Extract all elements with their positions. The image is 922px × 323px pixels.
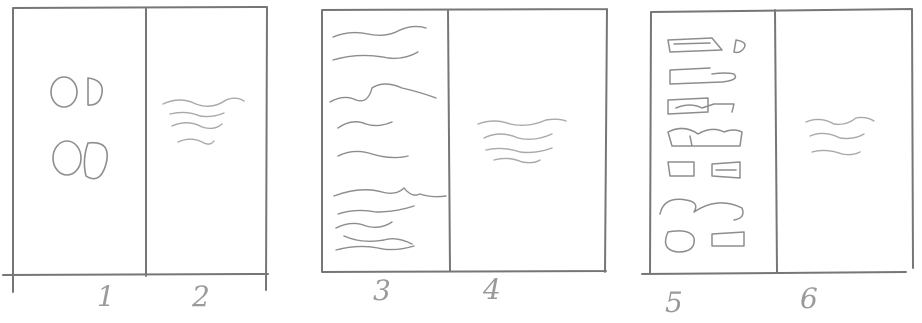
text-scribble	[178, 139, 214, 144]
panel-2-text	[163, 98, 244, 144]
list-line	[338, 122, 392, 128]
list-line	[330, 84, 436, 102]
list-icon	[670, 68, 736, 84]
text-scribble	[478, 119, 566, 125]
panel-6-text	[806, 117, 874, 154]
list-line	[333, 52, 418, 60]
panel-label-1: 1	[97, 280, 115, 313]
wireframe-a-outline	[3, 7, 268, 292]
wireframe-a: 1 2	[3, 7, 268, 313]
text-scribble	[810, 133, 864, 138]
list-icon	[660, 199, 743, 220]
thumbnail-icon	[84, 143, 107, 179]
text-scribble	[494, 158, 540, 162]
wireframe-b: 3 4	[322, 9, 607, 307]
list-line	[336, 222, 392, 228]
panel-1-thumbnails	[51, 77, 107, 179]
list-line	[344, 236, 412, 244]
panel-label-3: 3	[373, 274, 391, 307]
list-icon	[668, 38, 722, 52]
text-scribble	[486, 148, 552, 153]
wireframe-c: 5 6	[642, 9, 913, 319]
list-line	[334, 188, 446, 197]
list-line	[338, 151, 408, 157]
panel-3-list	[330, 26, 446, 250]
text-scribble	[812, 150, 860, 154]
thumbnail-icon	[53, 141, 81, 175]
list-icon	[734, 40, 745, 53]
thumbnail-icon	[88, 78, 102, 105]
text-scribble	[170, 112, 224, 116]
panel-label-6: 6	[800, 282, 818, 315]
panel-4-text	[478, 119, 566, 162]
wireframe-c-outline	[642, 9, 913, 274]
panel-5-icon-list	[660, 38, 745, 252]
list-line	[336, 246, 414, 250]
list-icon	[666, 231, 744, 252]
panel-label-2: 2	[191, 280, 210, 313]
list-icon	[668, 128, 742, 146]
panel-label-5: 5	[665, 286, 683, 319]
list-line	[338, 206, 414, 214]
text-scribble	[163, 98, 244, 106]
text-scribble	[172, 123, 222, 129]
text-scribble	[806, 117, 874, 124]
list-line	[333, 26, 426, 37]
text-scribble	[484, 134, 552, 139]
panel-label-4: 4	[482, 273, 501, 306]
thumbnail-icon	[51, 77, 77, 107]
list-icon	[668, 98, 734, 114]
list-icon	[668, 162, 740, 178]
wireframe-b-outline	[322, 9, 607, 272]
